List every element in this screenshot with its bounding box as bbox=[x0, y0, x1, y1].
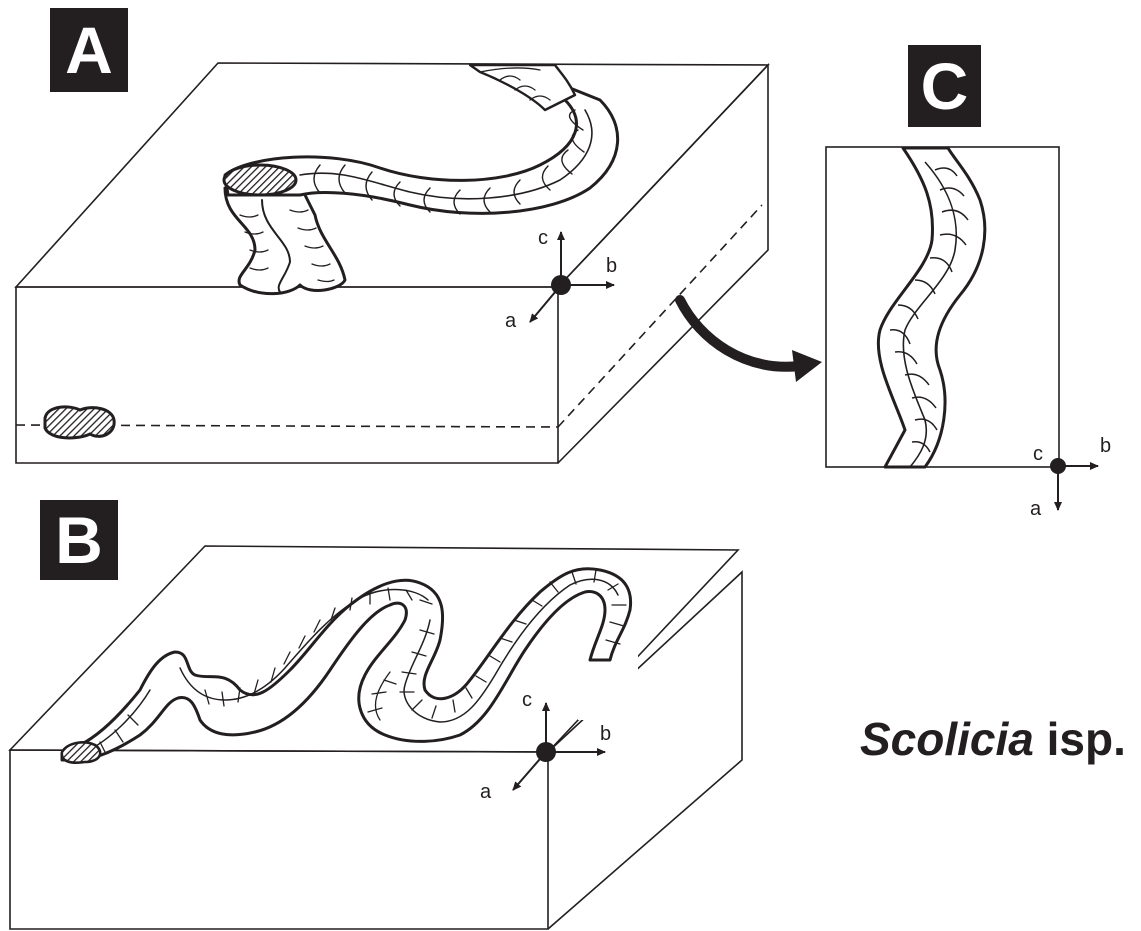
axis-origin-c bbox=[1050, 458, 1066, 474]
axis-label-b-a: a bbox=[480, 781, 492, 803]
burrow-a-cross-section bbox=[224, 165, 296, 195]
block-a-cut-line-side bbox=[558, 205, 762, 427]
axis-label-a-b: b bbox=[606, 255, 617, 277]
burrow-c-outer bbox=[878, 148, 984, 467]
panel-label-c: C bbox=[908, 45, 981, 127]
burrow-c bbox=[878, 148, 984, 467]
axis-label-b-c: c bbox=[522, 689, 532, 711]
burrow-a-tail bbox=[470, 65, 575, 110]
block-b-side-face bbox=[548, 572, 742, 929]
axes-c bbox=[1050, 458, 1098, 510]
axis-label-a-a: a bbox=[505, 310, 517, 332]
panel-label-b: B bbox=[40, 500, 118, 580]
block-a bbox=[16, 63, 768, 463]
block-b-front-face bbox=[10, 750, 548, 929]
axis-label-c-c: c bbox=[1033, 443, 1043, 465]
axis-origin-b bbox=[536, 742, 556, 762]
burrow-b-cross-section bbox=[62, 742, 100, 762]
axis-label-c-a: a bbox=[1030, 498, 1042, 520]
species-genus: Scolicia bbox=[860, 713, 1034, 765]
axis-label-a-c: c bbox=[538, 227, 548, 249]
panel-label-a: A bbox=[50, 8, 128, 92]
axis-origin-a bbox=[551, 275, 571, 295]
species-suffix: isp. bbox=[1034, 713, 1126, 765]
transfer-arrow bbox=[680, 300, 800, 367]
species-caption: Scolicia isp. bbox=[860, 712, 1126, 766]
axis-label-c-b: b bbox=[1100, 435, 1111, 457]
axis-label-b-b: b bbox=[600, 723, 611, 745]
burrow-a-vertical-outer bbox=[225, 185, 345, 294]
transfer-arrow-head bbox=[792, 350, 822, 382]
block-a-front-cross-section bbox=[45, 407, 114, 438]
block-a-burrow bbox=[224, 65, 618, 294]
